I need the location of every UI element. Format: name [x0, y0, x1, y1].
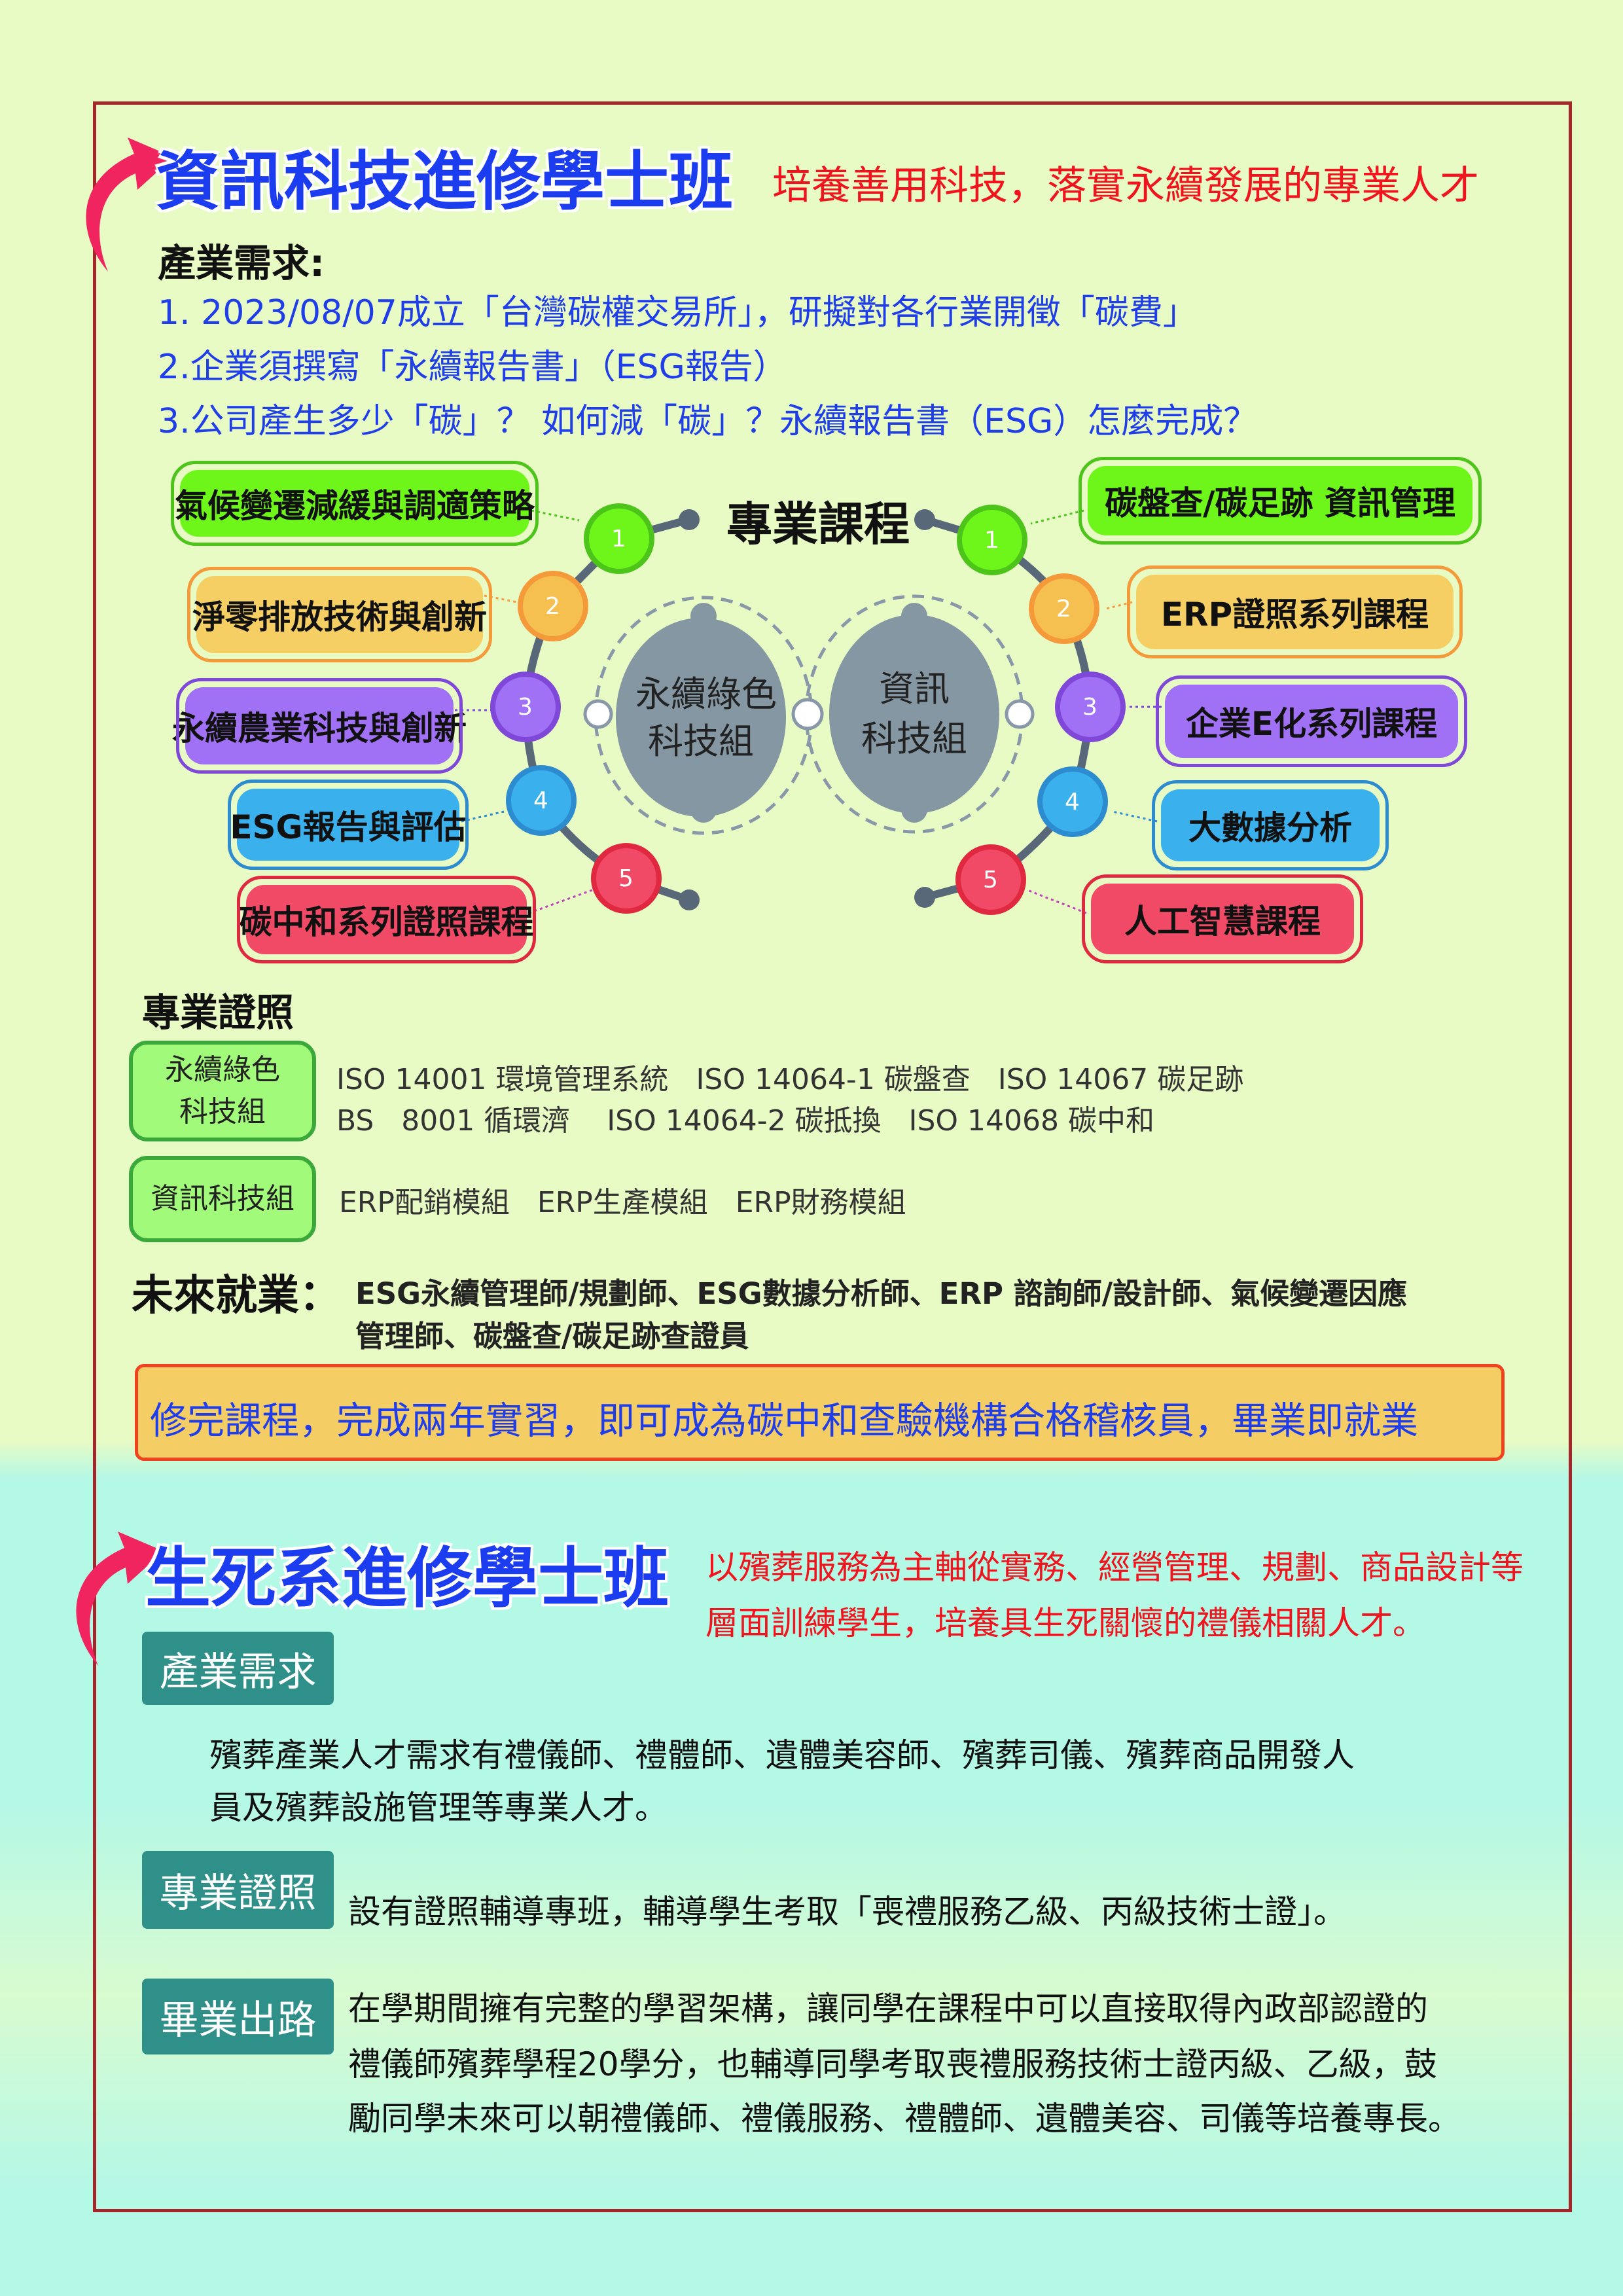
highlight-text: 修完課程，完成兩年實習，即可成為碳中和查驗機構合格稽核員，畢業即就業: [150, 1399, 1418, 1443]
cert-line: BS 8001 循環濟 ISO 14064-2 碳抵換 ISO 14068 碳中…: [336, 1104, 1155, 1138]
it-group-label: 資訊 科技組: [849, 664, 980, 764]
cert-group-it-label: 資訊科技組: [129, 1156, 316, 1242]
cert-group-label-line: 永續綠色: [165, 1053, 280, 1086]
courses-heading: 專業課程: [726, 497, 910, 551]
course-pill-left-1: 氣候變遷減緩與調適策略: [171, 461, 539, 546]
cert-text: 設有證照輔導專班，輔導學生考取「喪禮服務乙級、丙級技術士證」。: [348, 1893, 1346, 1931]
step-number: 4: [533, 787, 548, 814]
step-number: 1: [611, 526, 626, 552]
course-pill-right-1: 碳盤查/碳足跡 資訊管理: [1079, 457, 1482, 545]
course-pill-left-5: 碳中和系列證照課程: [237, 876, 536, 963]
course-pill-right-3: 企業E化系列課程: [1156, 675, 1467, 767]
course-pill-right-4: 大數據分析: [1152, 780, 1389, 870]
cert-badge: 專業證照: [142, 1851, 334, 1929]
demand-line: 殯葬產業人才需求有禮儀師、禮體師、遺體美容師、殯葬司儀、殯葬商品開發人: [209, 1736, 1355, 1774]
step-number: 3: [518, 694, 533, 721]
green-group-label-line: 科技組: [648, 721, 754, 762]
connector-end-dot: [679, 889, 700, 910]
curved-arrow-icon: [76, 1532, 164, 1666]
cert-group-green-label: 永續綠色 科技組: [129, 1041, 316, 1141]
demand-line-2: 2.企業須撰寫「永續報告書」（ESG報告）: [158, 348, 787, 387]
demand-badge: 產業需求: [142, 1632, 334, 1705]
career-line: 在學期間擁有完整的學習架構，讓同學在課程中可以直接取得內政部認證的: [348, 1990, 1428, 2028]
section2-subtitle-line: 層面訓練學生，培養具生死關懷的禮儀相關人才。: [705, 1604, 1425, 1642]
course-pill-right-2: ERP證照系列課程: [1127, 565, 1463, 658]
demand-line: 員及殯葬設施管理等專業人才。: [209, 1789, 668, 1827]
connector-end-dot: [914, 509, 935, 530]
page-frame: [93, 101, 1572, 2212]
green-group-label: 永續綠色 科技組: [635, 671, 777, 765]
step-number: 5: [618, 865, 633, 892]
career-line: ESG永續管理師/規劃師、ESG數據分析師、ERP 諮詢師/設計師、氣候變遷因應: [355, 1276, 1408, 1311]
step-number: 4: [1065, 789, 1080, 816]
connector-end-dot: [679, 509, 700, 530]
demand-line-3: 3.公司產生多少「碳」？ 如何減「碳」？永續報告書（ESG）怎麼完成？: [158, 402, 1258, 441]
cert-heading: 專業證照: [142, 990, 294, 1035]
demand-line-1: 1. 2023/08/07成立「台灣碳權交易所」，研擬對各行業開徵「碳費」: [158, 293, 1197, 332]
course-pill-left-2: 淨零排放技術與創新: [187, 567, 492, 662]
cert-group-label-line: 科技組: [179, 1095, 266, 1128]
course-diagram: [455, 503, 1162, 915]
section1-title: 資訊科技進修學士班: [156, 145, 734, 219]
highlight-box: 修完課程，完成兩年實習，即可成為碳中和查驗機構合格稽核員，畢業即就業: [135, 1364, 1505, 1461]
it-group-label-line: 科技組: [861, 718, 967, 759]
connector-end-dot: [914, 887, 935, 908]
step-number: 3: [1082, 694, 1097, 721]
green-group-circle: [616, 618, 786, 817]
step-number: 2: [1056, 596, 1071, 622]
career-heading: 未來就業：: [132, 1272, 341, 1320]
cert-line: ISO 14001 環境管理系統 ISO 14064-1 碳盤查 ISO 140…: [336, 1063, 1244, 1096]
section2-subtitle-line: 以殯葬服務為主軸從實務、經營管理、規劃、商品設計等: [705, 1549, 1524, 1587]
course-pill-left-4: ESG報告與評估: [228, 780, 469, 870]
demand-heading: 產業需求:: [158, 241, 325, 285]
section2-title: 生死系進修學士班: [145, 1540, 669, 1617]
it-group-label-line: 資訊: [879, 668, 950, 709]
course-pill-right-5: 人工智慧課程: [1082, 874, 1363, 963]
career-badge: 畢業出路: [142, 1979, 334, 2054]
it-group-circle: [829, 615, 999, 814]
cert-line: ERP配銷模組 ERP生產模組 ERP財務模組: [339, 1186, 906, 1219]
career-line: 勵同學未來可以朝禮儀師、禮儀服務、禮體師、遺體美容、司儀等培養專長。: [348, 2100, 1461, 2138]
green-group-label-line: 永續綠色: [635, 673, 777, 715]
cert-group-label-line: 資訊科技組: [151, 1182, 294, 1215]
career-line: 管理師、碳盤查/碳足跡查證員: [355, 1319, 749, 1354]
section1-subtitle: 培養善用科技，落實永續發展的專業人才: [772, 163, 1479, 209]
course-pill-left-3: 永續農業科技與創新: [172, 678, 467, 774]
step-number: 5: [983, 867, 998, 893]
step-number: 2: [545, 593, 560, 620]
step-number: 1: [984, 527, 999, 554]
curved-arrow-icon: [86, 137, 173, 272]
career-line: 禮儀師殯葬學程20學分，也輔導同學考取喪禮服務技術士證丙級、乙級，鼓: [348, 2045, 1437, 2083]
